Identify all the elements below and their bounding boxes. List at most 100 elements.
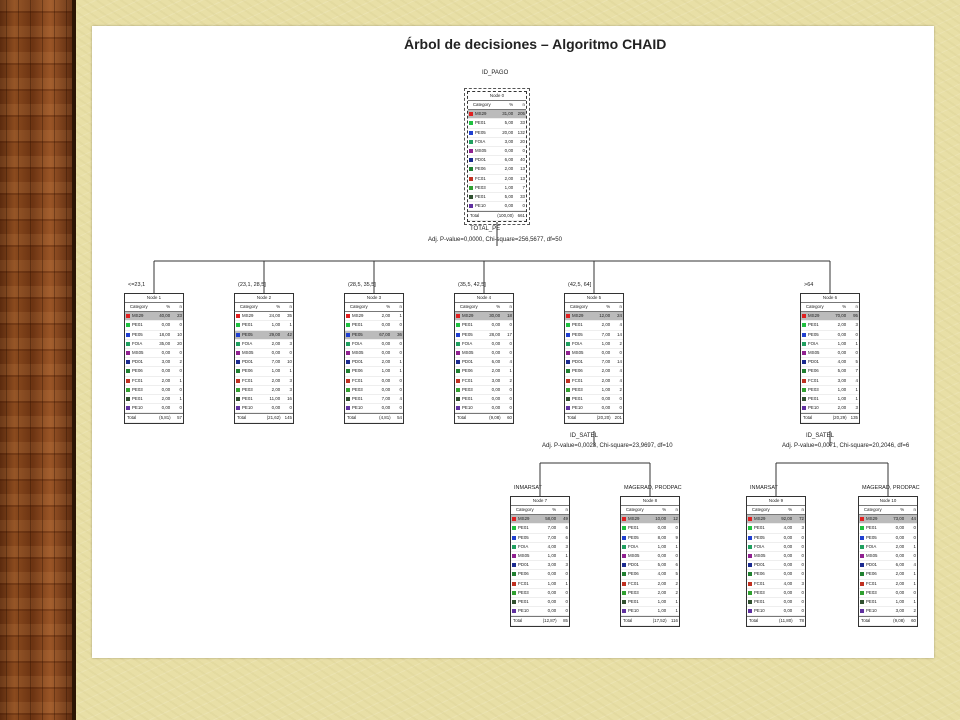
color-swatch: [346, 332, 350, 337]
pct-value: 0,00: [381, 340, 391, 346]
pct-value: 2,00: [895, 543, 905, 549]
pct-value: 24,00: [269, 313, 281, 319]
col-header: %: [386, 304, 391, 309]
color-swatch: [802, 378, 806, 383]
col-header: %: [496, 304, 501, 309]
n-value: 2: [619, 386, 622, 392]
color-swatch: [346, 341, 350, 346]
color-swatch: [236, 360, 240, 365]
n-value: 1: [855, 395, 858, 401]
pct-value: 1,00: [837, 395, 847, 401]
pct-value: 29,00: [262, 330, 281, 339]
pct-value: 7,00: [601, 359, 611, 365]
n-value: 40: [520, 157, 525, 163]
wood-edge: [72, 0, 76, 720]
color-swatch: [622, 563, 626, 568]
total-row: Total(11,80)78: [747, 616, 805, 627]
pct-value: 0,00: [491, 349, 501, 355]
color-swatch: [236, 396, 240, 401]
category-name: PE01: [475, 193, 486, 199]
branch-label: (42,5, 64]: [568, 282, 592, 288]
pct-value: 1,00: [547, 552, 557, 558]
category-name: MS29: [475, 111, 487, 117]
color-swatch: [860, 590, 864, 595]
total-row: Total(4,81)54: [345, 413, 403, 424]
pct-value: 2,00: [271, 340, 281, 346]
category-name: PE06: [518, 571, 529, 577]
color-swatch: [236, 341, 240, 346]
node-header-row: Category%n: [621, 506, 679, 516]
color-swatch: [802, 406, 806, 411]
n-value: 0: [509, 395, 512, 401]
pct-value: 0,00: [895, 589, 905, 595]
total-row: Total(9,08)60: [455, 413, 513, 424]
n-value: 7: [855, 368, 858, 374]
color-swatch: [512, 572, 516, 577]
col-header: Category: [459, 304, 478, 309]
total-label: Total: [457, 415, 467, 421]
total-pct: (11,80): [779, 618, 793, 624]
n-value: 0: [399, 405, 402, 411]
n-value: 3: [565, 543, 568, 549]
n-value: 4: [913, 562, 916, 568]
color-swatch: [126, 406, 130, 411]
n-value: 132: [517, 129, 525, 135]
split-3-variable: ID_SATEL: [806, 433, 834, 439]
total-n: 57: [177, 415, 182, 421]
pct-value: 3,00: [491, 377, 501, 383]
n-value: 1: [399, 368, 402, 374]
pct-value: 40,00: [152, 312, 171, 321]
branch-label: (28,5, 35,5]: [348, 282, 376, 288]
n-value: 35: [287, 313, 292, 319]
color-swatch: [622, 581, 626, 586]
col-header: n: [289, 304, 292, 309]
pct-value: 1,00: [837, 386, 847, 392]
color-swatch: [469, 185, 473, 190]
pct-value: 30,00: [482, 312, 501, 321]
n-value: 24: [610, 312, 623, 321]
n-value: 0: [289, 349, 292, 355]
pct-value: 1,00: [657, 598, 667, 604]
category-name: PE10: [242, 405, 253, 411]
pct-value: 2,00: [381, 313, 391, 319]
n-value: 1: [913, 571, 916, 577]
category-name: MS29: [352, 313, 364, 319]
total-pct: (20,20): [596, 415, 611, 421]
node-id: Node 8: [621, 497, 679, 506]
pct-value: 1,00: [547, 580, 557, 586]
pct-value: 6,00: [504, 157, 514, 163]
split-1-stat: Adj. P-value=0,0000, Chi-square=256,5677…: [428, 237, 562, 243]
color-swatch: [802, 396, 806, 401]
category-name: MS29: [628, 516, 640, 522]
n-value: 3: [801, 580, 804, 586]
total-pct: (5,81): [159, 415, 171, 421]
category-name: PE01: [242, 395, 253, 401]
wood-border: [0, 0, 72, 720]
category-name: PE03: [132, 386, 143, 392]
col-header: n: [522, 102, 525, 107]
color-swatch: [622, 609, 626, 614]
split-2-stat: Adj. P-value=0,0023, Chi-square=23,9697,…: [542, 443, 673, 449]
pct-value: 0,00: [271, 349, 281, 355]
